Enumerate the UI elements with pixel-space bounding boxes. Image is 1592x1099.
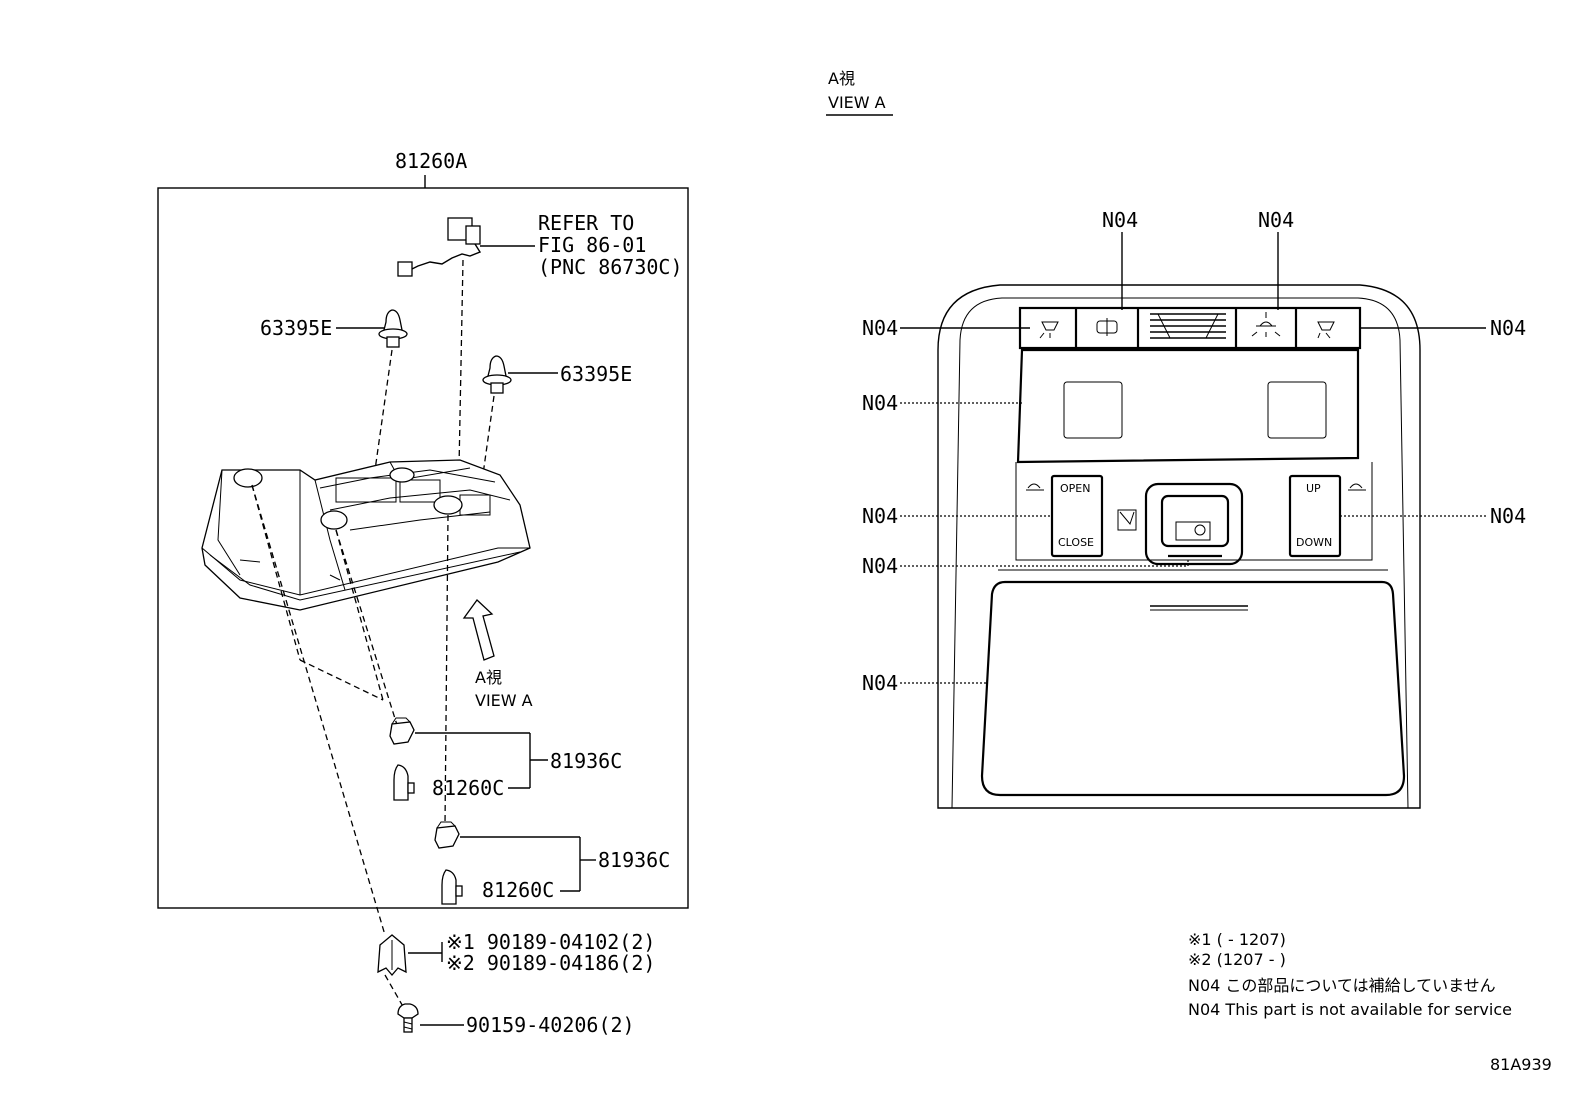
- socket-1-label: 81936C: [550, 749, 622, 773]
- rear-camera-switch: [1160, 494, 1230, 548]
- bulb-2: [441, 869, 463, 905]
- view-arrow: [462, 599, 495, 661]
- note-1: ※1 ( - 1207): [1188, 930, 1286, 949]
- seat-icon: [1117, 509, 1137, 531]
- assembly-label: 81260A: [395, 149, 467, 173]
- lamp-lens-panel: [1016, 348, 1360, 464]
- note-3: N04 この部品については補給していません: [1188, 976, 1496, 995]
- vehicle-camera-icon: [1175, 521, 1211, 541]
- sunroof-open-close-switch: [1050, 474, 1104, 558]
- clip-left-label: 63395E: [260, 316, 332, 340]
- socket-1: [389, 717, 415, 745]
- note-2: ※2 (1207 - ): [1188, 950, 1286, 969]
- callout-n04-8: N04: [862, 554, 898, 578]
- vent-grille-icon: [1150, 313, 1226, 339]
- lower-storage-panel: [980, 569, 1406, 797]
- refer-note-line-1: REFER TO: [538, 211, 634, 235]
- clip-1-label: ※1 90189-04102(2): [446, 930, 655, 954]
- assembly-frame: [157, 187, 689, 909]
- sunroof-icon-right: [1348, 483, 1366, 491]
- switch-open-label: OPEN: [1060, 482, 1090, 495]
- callout-n04-6: N04: [862, 504, 898, 528]
- view-a-title-en: VIEW A: [828, 93, 886, 112]
- top-switch-row: [1018, 306, 1362, 350]
- rear-camera-switch-bezel: [1144, 482, 1244, 566]
- clip-left: [378, 309, 408, 348]
- callout-n04-3: N04: [862, 316, 898, 340]
- screw-label: 90159-40206(2): [466, 1013, 635, 1037]
- switch-down-label: DOWN: [1296, 536, 1332, 549]
- figure-id: 81A939: [1490, 1055, 1552, 1074]
- sunroof-icon-left: [1026, 483, 1044, 491]
- socket-2: [434, 821, 460, 849]
- refer-note-line-2: FIG 86-01: [538, 233, 646, 257]
- console-housing: [201, 459, 531, 611]
- clip-right-label: 63395E: [560, 362, 632, 386]
- callout-n04-5: N04: [862, 391, 898, 415]
- callout-n04-1: N04: [1102, 208, 1138, 232]
- map-lamp-right-icon: [1317, 321, 1335, 331]
- callout-n04-2: N04: [1258, 208, 1294, 232]
- clip-right: [482, 355, 512, 394]
- callout-n04-7: N04: [1490, 504, 1526, 528]
- fastener-clip: [377, 934, 407, 976]
- callout-n04-4: N04: [1490, 316, 1526, 340]
- view-a-bezel: [937, 284, 1421, 809]
- clip-2-label: ※2 90189-04186(2): [446, 951, 655, 975]
- socket-2-label: 81936C: [598, 848, 670, 872]
- switch-up-label: UP: [1306, 482, 1321, 495]
- screw: [397, 1003, 419, 1033]
- callout-n04-9: N04: [862, 671, 898, 695]
- view-a-title-jp: A視: [828, 69, 855, 88]
- interior-light-icon: [1256, 321, 1276, 327]
- switch-close-label: CLOSE: [1058, 536, 1094, 549]
- wire-harness-connector: [397, 217, 535, 277]
- note-4: N04 This part is not available for servi…: [1188, 1000, 1512, 1019]
- view-arrow-label-en: VIEW A: [475, 691, 533, 710]
- bulb-1-label: 81260C: [432, 776, 504, 800]
- view-arrow-label-jp: A視: [475, 668, 502, 687]
- map-lamp-left-icon: [1041, 321, 1059, 331]
- bulb-1: [393, 764, 415, 801]
- bulb-2-label: 81260C: [482, 878, 554, 902]
- refer-note-line-3: (PNC 86730C): [538, 255, 683, 279]
- switch-panel: OPEN CLOSE UP DOWN: [1015, 462, 1373, 566]
